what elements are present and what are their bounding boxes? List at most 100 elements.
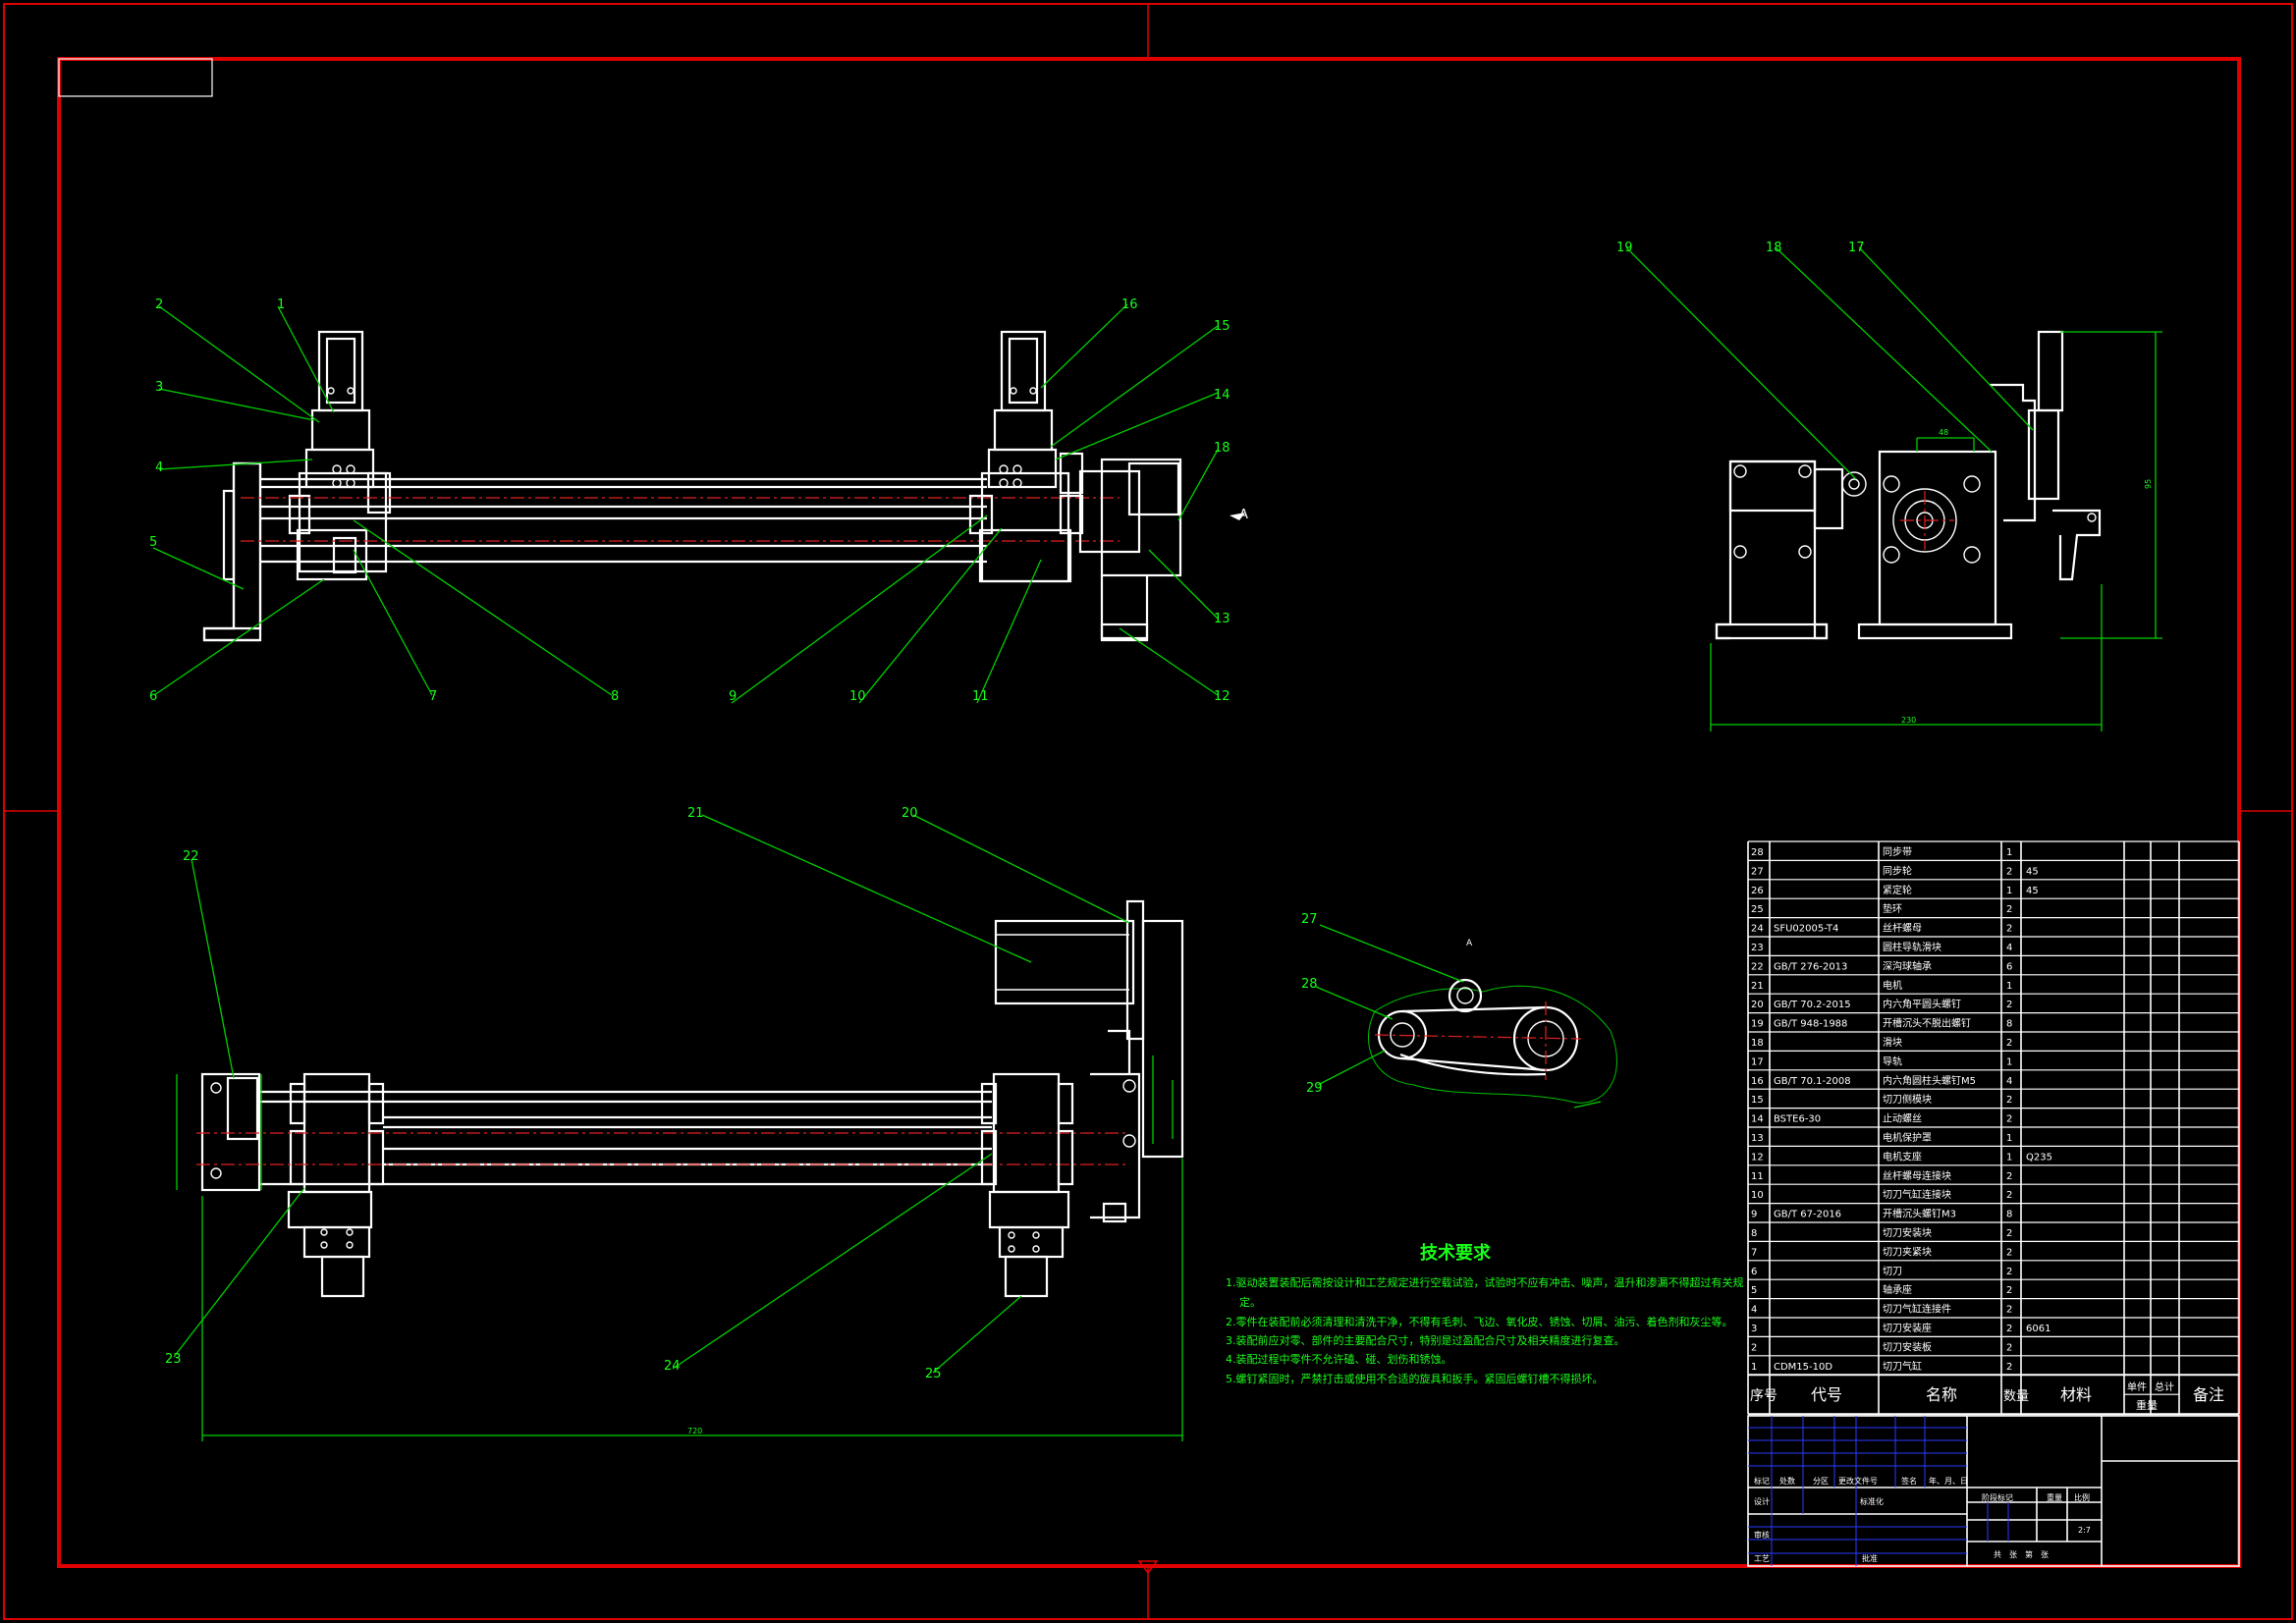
bom-qty: 2 xyxy=(2006,1285,2012,1296)
bom-header-total: 总计 xyxy=(2155,1380,2174,1393)
svg-text:720: 720 xyxy=(687,1427,702,1435)
bom-code: GB/T 67-2016 xyxy=(1774,1210,1841,1220)
svg-text:3: 3 xyxy=(155,380,163,395)
balloons-view4: 27 28 29 xyxy=(1301,912,1323,1096)
balloons-view2: 19 18 17 xyxy=(1616,241,1865,255)
bom-no: 26 xyxy=(1751,886,1764,896)
svg-text:18: 18 xyxy=(1766,241,1782,255)
leaders-view1 xyxy=(152,303,1219,704)
bom-name: 开槽沉头不脱出螺钉 xyxy=(1883,1017,1971,1030)
bom-header-code: 代号 xyxy=(1811,1385,1842,1404)
svg-text:分区: 分区 xyxy=(1813,1477,1829,1486)
svg-text:1: 1 xyxy=(277,298,285,312)
bom-qty: 2 xyxy=(2006,1342,2012,1353)
bom-name: 切刀 xyxy=(1883,1266,1902,1277)
svg-text:签名: 签名 xyxy=(1901,1476,1917,1486)
svg-text:95: 95 xyxy=(2144,479,2153,489)
bom-name: 导轨 xyxy=(1883,1055,1902,1067)
svg-text:2: 2 xyxy=(155,298,163,312)
svg-text:6: 6 xyxy=(149,689,157,704)
bom-qty: 1 xyxy=(2006,847,2012,858)
bom-no: 21 xyxy=(1751,981,1764,992)
centering-marks xyxy=(4,4,2292,1619)
svg-text:7: 7 xyxy=(429,689,437,704)
balloons-view1: 1 2 3 4 5 6 7 8 9 10 11 12 13 14 15 16 1… xyxy=(149,298,1230,704)
bom-material: Q235 xyxy=(2026,1152,2052,1163)
svg-text:27: 27 xyxy=(1301,912,1318,927)
svg-text:处数: 处数 xyxy=(1779,1476,1795,1486)
leaders-view2 xyxy=(1625,246,2034,480)
svg-text:25: 25 xyxy=(925,1367,942,1381)
svg-text:比例: 比例 xyxy=(2074,1492,2090,1502)
bom-no: 12 xyxy=(1751,1152,1764,1163)
bom-no: 2 xyxy=(1751,1342,1757,1353)
bom-qty: 2 xyxy=(2006,1000,2012,1010)
svg-text:4: 4 xyxy=(155,460,163,475)
svg-text:1.驱动装置装配后需按设计和工艺规定进行空载试验，试验时不应: 1.驱动装置装配后需按设计和工艺规定进行空载试验，试验时不应有冲击、噪声，温升和… xyxy=(1226,1275,1744,1289)
svg-text:11: 11 xyxy=(972,689,989,704)
bom-qty: 2 xyxy=(2006,924,2012,935)
bom-name: 切刀安装块 xyxy=(1883,1226,1932,1239)
bom-name: 轴承座 xyxy=(1883,1283,1912,1296)
bom-qty: 2 xyxy=(2006,1114,2012,1125)
bom-qty: 2 xyxy=(2006,1095,2012,1106)
sheet-outer-border xyxy=(3,3,2293,1620)
bom-qty: 2 xyxy=(2006,1324,2012,1334)
svg-text:3.装配前应对零、部件的主要配合尺寸，特别是过盈配合尺寸及相: 3.装配前应对零、部件的主要配合尺寸，特别是过盈配合尺寸及相关精度进行复查。 xyxy=(1226,1333,1625,1347)
bom-no: 10 xyxy=(1751,1190,1764,1201)
bom-row: 2 切刀安装板 2 xyxy=(1751,1340,2012,1353)
bom-qty: 2 xyxy=(2006,1267,2012,1277)
bom-name: 同步带 xyxy=(1883,846,1912,858)
leaders-view4 xyxy=(1315,924,1602,1109)
svg-text:工艺: 工艺 xyxy=(1754,1554,1770,1563)
bom-code: SFU02005-T4 xyxy=(1774,924,1838,935)
bom-qty: 4 xyxy=(2006,943,2012,953)
bom-no: 14 xyxy=(1751,1114,1764,1125)
bom-name: 切刀气缸连接块 xyxy=(1883,1188,1951,1201)
bom-name: 切刀气缸 xyxy=(1883,1360,1922,1373)
svg-text:更改文件号: 更改文件号 xyxy=(1838,1476,1878,1486)
bom-name: 内六角平圆头螺钉 xyxy=(1883,998,1961,1010)
bom-name: 切刀安装板 xyxy=(1883,1340,1932,1353)
svg-text:8: 8 xyxy=(611,689,619,704)
bom-qty: 6 xyxy=(2006,961,2012,972)
bom-header-no: 序号 xyxy=(1750,1388,1777,1404)
svg-text:20: 20 xyxy=(902,806,918,821)
bom-qty: 2 xyxy=(2006,1247,2012,1258)
bom-name: 内六角圆柱头螺钉M5 xyxy=(1883,1074,1976,1087)
svg-text:2.零件在装配前必须清理和清洗干净，不得有毛刺、飞边、氧化皮: 2.零件在装配前必须清理和清洗干净，不得有毛刺、飞边、氧化皮、锈蚀、切屑、油污、… xyxy=(1226,1315,1733,1328)
bom-qty: 2 xyxy=(2006,1228,2012,1239)
svg-text:22: 22 xyxy=(183,849,199,864)
bom-no: 23 xyxy=(1751,943,1764,953)
bom-material: 45 xyxy=(2026,866,2039,877)
svg-text:28: 28 xyxy=(1301,977,1318,992)
bom-qty: 2 xyxy=(2006,1038,2012,1049)
bom-no: 20 xyxy=(1751,1000,1764,1010)
bom-code: BSTE6-30 xyxy=(1774,1114,1821,1125)
bom-no: 24 xyxy=(1751,924,1764,935)
bom-code: GB/T 70.2-2015 xyxy=(1774,1000,1851,1010)
bom-name: 圆柱导轨滑块 xyxy=(1883,941,1941,953)
bom-no: 8 xyxy=(1751,1228,1757,1239)
bom-code: GB/T 276-2013 xyxy=(1774,961,1847,972)
bom-no: 9 xyxy=(1751,1210,1757,1220)
bom-qty: 1 xyxy=(2006,981,2012,992)
svg-text:设计: 设计 xyxy=(1754,1496,1770,1506)
plan-view-bottom: 720 xyxy=(176,899,1184,1441)
bom-name: 深沟球轴承 xyxy=(1883,959,1932,972)
svg-text:48: 48 xyxy=(1939,428,1948,437)
title-block: 标记 处数 分区 更改文件号 签名 年、月、日 设计 标准化 阶段标记 重量 比… xyxy=(1747,1415,2240,1567)
